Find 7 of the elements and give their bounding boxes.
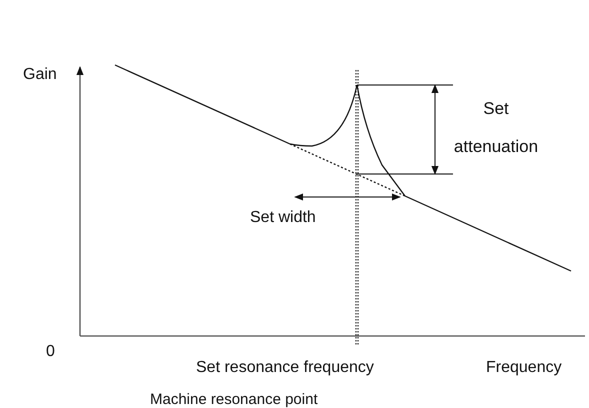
origin-label: 0	[46, 343, 55, 360]
axis-label: Gain	[23, 66, 57, 83]
dimension-label: Set width	[250, 209, 316, 226]
axis-label: Frequency	[486, 359, 562, 376]
dimension-label: Set attenuation	[452, 98, 540, 158]
caption: Machine resonance point	[150, 391, 318, 408]
tick-label: Set resonance frequency	[196, 359, 374, 376]
